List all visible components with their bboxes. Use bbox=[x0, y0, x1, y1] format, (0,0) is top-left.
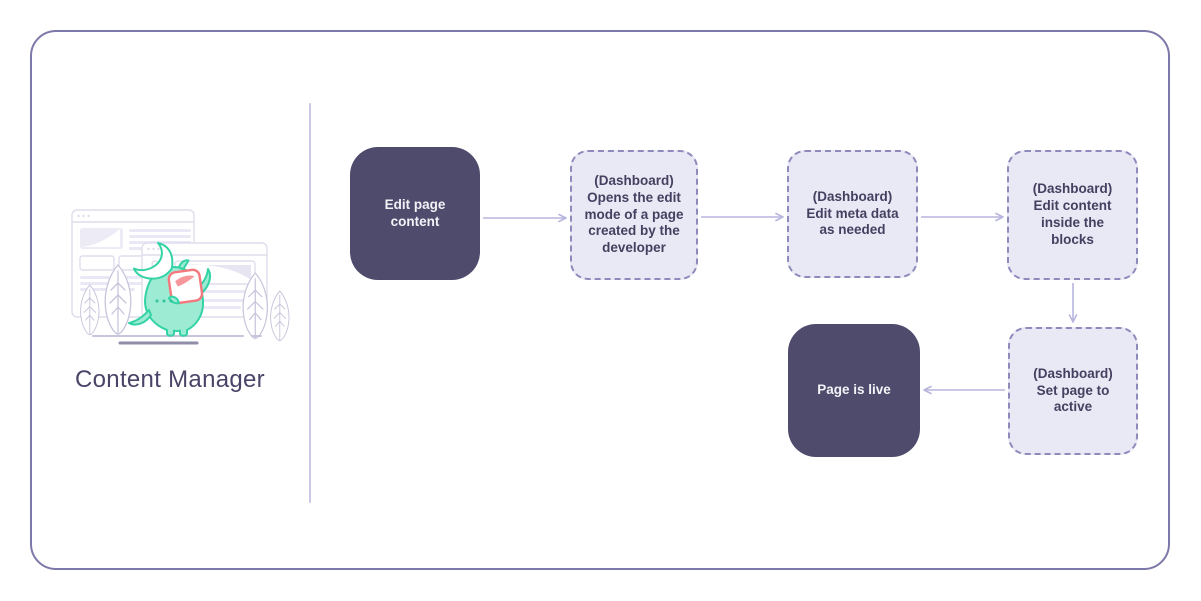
panel-title: Content Manager bbox=[75, 366, 265, 393]
flow-node-edit-meta-data: (Dashboard) Edit meta data as needed bbox=[787, 150, 918, 278]
content-manager-illustration bbox=[71, 209, 290, 345]
flow-node-context: (Dashboard) bbox=[594, 172, 674, 188]
mascot-face bbox=[155, 299, 173, 303]
flow-node-label: Set page to active bbox=[1036, 382, 1110, 415]
flow-node-context: (Dashboard) bbox=[1033, 365, 1113, 381]
flow-node-context: (Dashboard) bbox=[1032, 181, 1113, 197]
mascot-icon bbox=[128, 242, 211, 337]
flow-node-label: Page is live bbox=[817, 382, 891, 398]
plant-leaf-icon bbox=[80, 264, 290, 342]
flow-node-edit-page-content: Edit page content bbox=[350, 147, 480, 280]
flow-node-label: Edit page content bbox=[384, 196, 446, 229]
content-card-icon bbox=[167, 268, 204, 305]
ground-line bbox=[92, 335, 262, 345]
flow-node-page-is-live: Page is live bbox=[788, 324, 920, 457]
flow-node-label: Edit meta data as needed bbox=[806, 205, 899, 238]
flow-node-label: Edit content inside the blocks bbox=[1033, 198, 1112, 247]
panel-divider bbox=[309, 103, 311, 503]
flow-node-set-page-active: (Dashboard) Set page to active bbox=[1008, 327, 1138, 455]
flow-node-opens-edit-mode: (Dashboard) Opens the edit mode of a pag… bbox=[570, 150, 698, 280]
flow-node-edit-content-blocks: (Dashboard) Edit content inside the bloc… bbox=[1007, 150, 1138, 280]
flow-node-label: Opens the edit mode of a page created by… bbox=[584, 189, 684, 256]
flow-node-context: (Dashboard) bbox=[812, 188, 893, 204]
